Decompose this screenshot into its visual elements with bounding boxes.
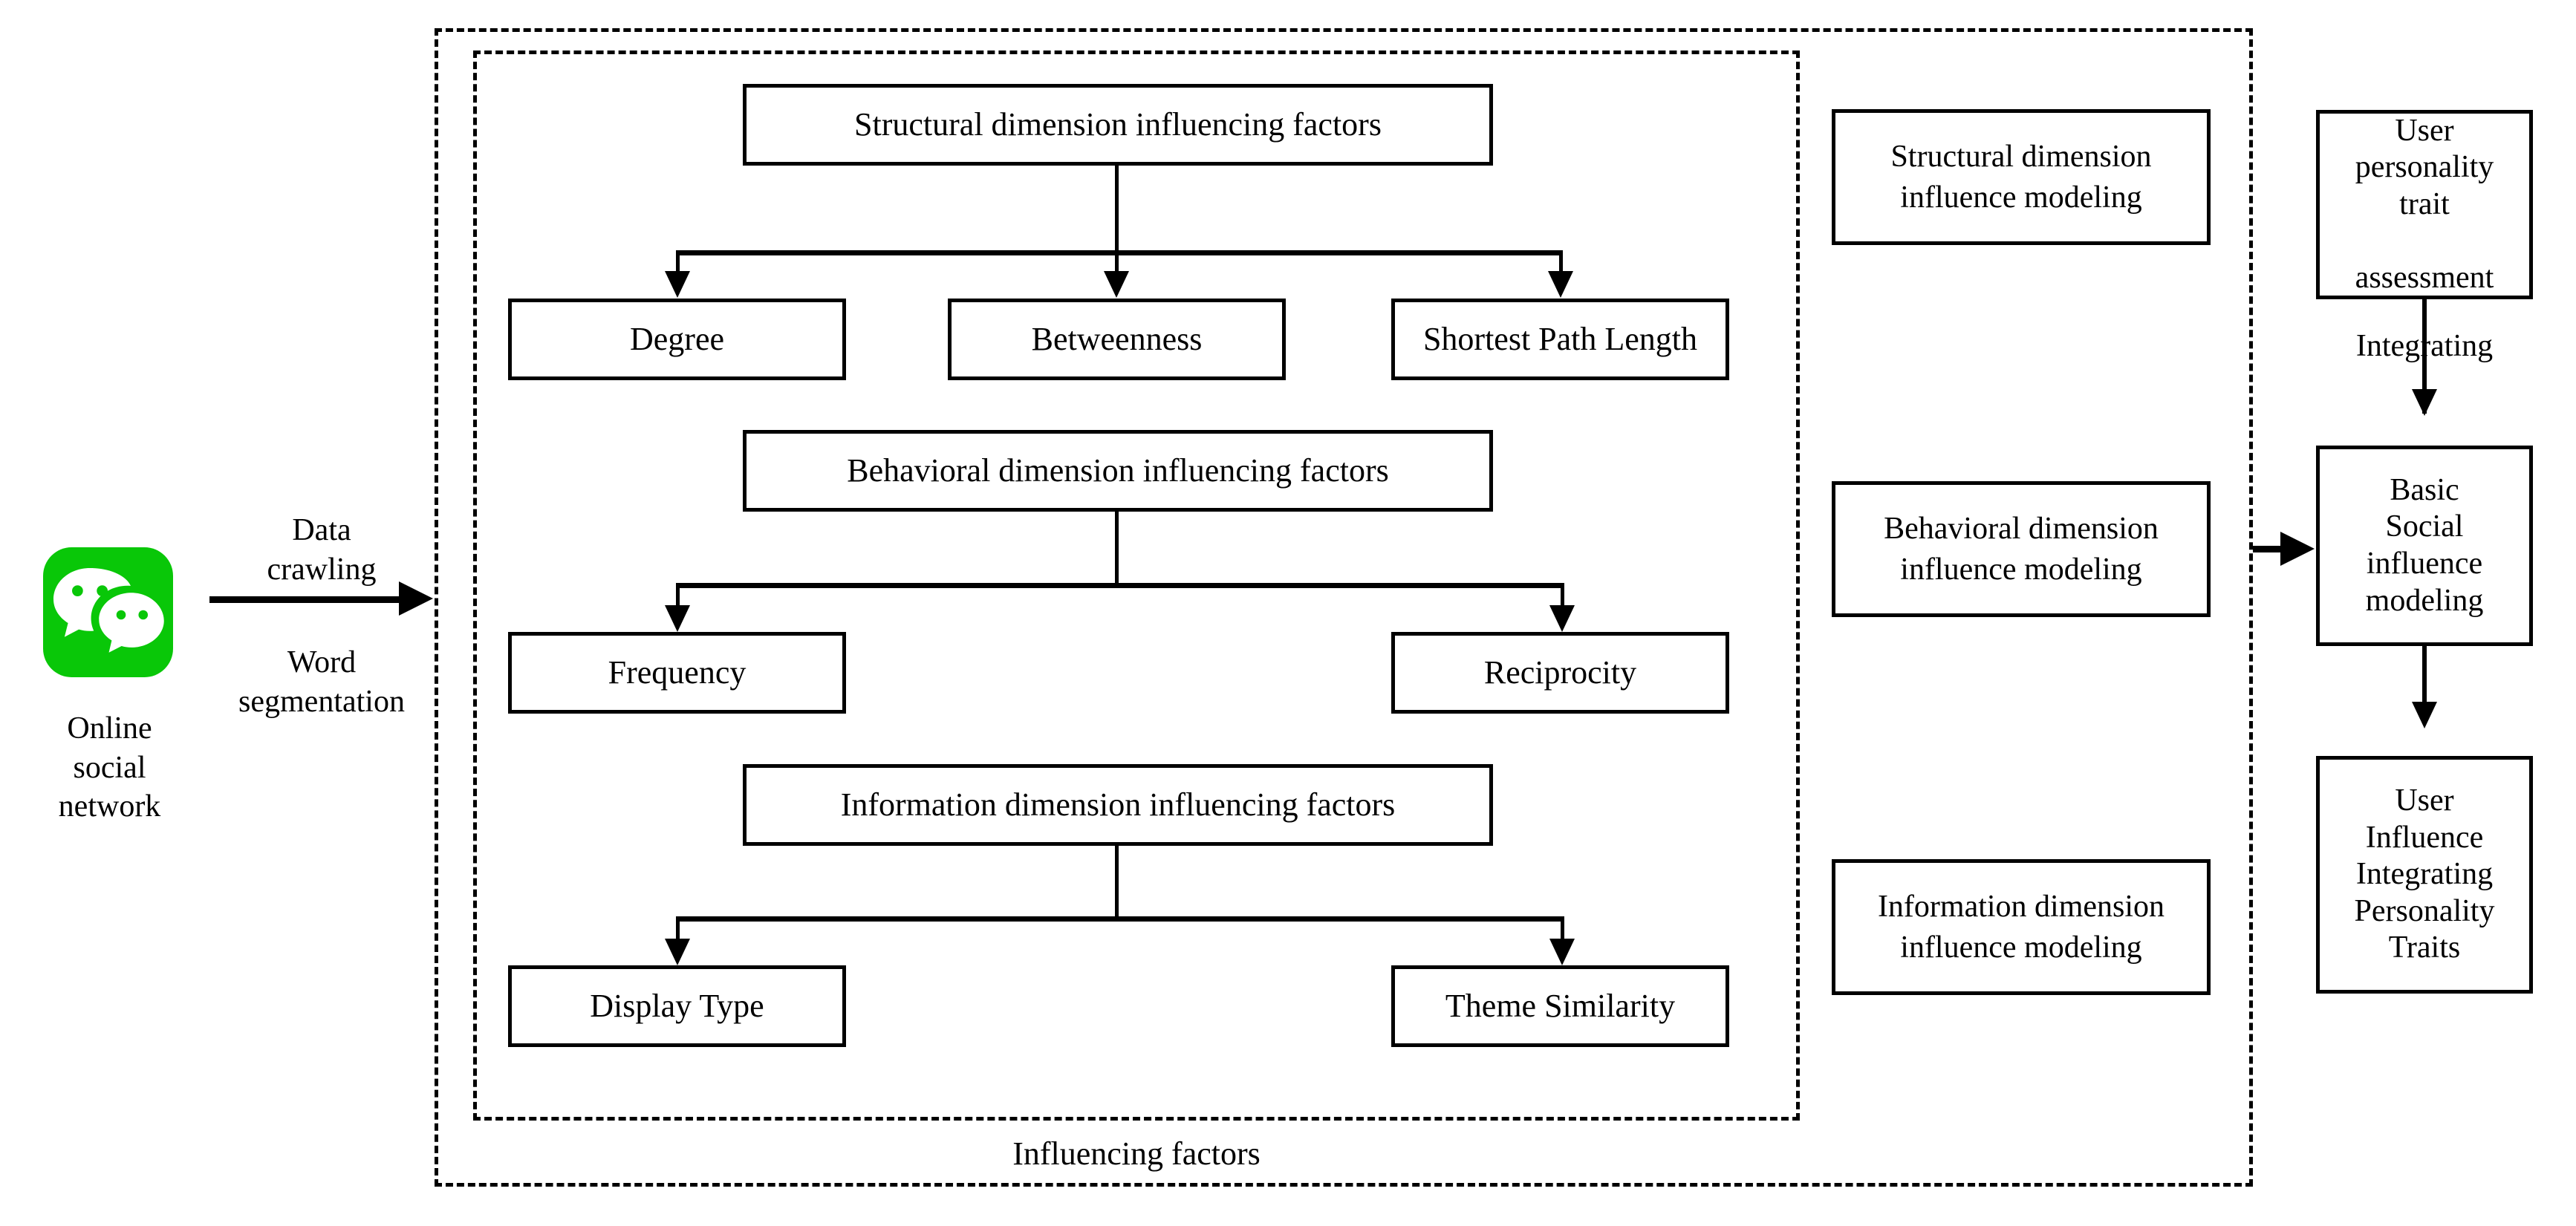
wechat-logo-icon xyxy=(43,547,173,677)
structural-arrow-right xyxy=(1548,271,1573,298)
degree-box[interactable]: Degree xyxy=(508,299,846,380)
structural-dimension-parent-box[interactable]: Structural dimension influencing factors xyxy=(743,84,1493,166)
user-personality-trait-assessment-box[interactable]: User personality trait assessment xyxy=(2316,110,2533,299)
structural-arrow-mid xyxy=(1104,271,1129,298)
basic-social-influence-modeling-box[interactable]: Basic Social influence modeling xyxy=(2316,446,2533,646)
behavioral-arrow-left xyxy=(665,605,690,632)
theme-similarity-box[interactable]: Theme Similarity xyxy=(1391,965,1729,1047)
behavioral-bus-line xyxy=(676,583,1564,588)
data-crawling-label: Data crawling xyxy=(267,513,377,587)
behavioral-dimension-parent-box[interactable]: Behavioral dimension influencing factors xyxy=(743,430,1493,512)
personality-to-basic-arrowhead xyxy=(2412,389,2437,416)
word-segmentation-label: Word segmentation xyxy=(238,645,405,719)
behavioral-drop-left xyxy=(676,583,680,607)
modeling-to-basic-line xyxy=(2253,546,2289,552)
inner-dashed-container xyxy=(473,50,1800,1121)
modeling-to-basic-arrowhead xyxy=(2280,532,2315,566)
user-influence-integrating-personality-traits-box[interactable]: User Influence Integrating Personality T… xyxy=(2316,756,2533,994)
behavioral-drop-right xyxy=(1561,583,1564,607)
online-social-network-caption: Online social network xyxy=(58,711,161,824)
information-dimension-parent-box[interactable]: Information dimension influencing factor… xyxy=(743,764,1493,846)
structural-drop-mid xyxy=(1115,250,1119,273)
betweenness-box[interactable]: Betweenness xyxy=(948,299,1286,380)
display-type-box[interactable]: Display Type xyxy=(508,965,846,1047)
frequency-box[interactable]: Frequency xyxy=(508,632,846,714)
basic-to-final-arrowhead xyxy=(2412,702,2437,728)
reciprocity-box[interactable]: Reciprocity xyxy=(1391,632,1729,714)
behavioral-arrow-right xyxy=(1549,605,1575,632)
shortest-path-length-box[interactable]: Shortest Path Length xyxy=(1391,299,1729,380)
outer-dashed-container xyxy=(435,28,2253,1187)
information-stem-line xyxy=(1115,846,1119,920)
structural-arrow-left xyxy=(665,271,690,298)
information-influence-modeling-box[interactable]: Information dimension influence modeling xyxy=(1832,859,2211,995)
structural-influence-modeling-box[interactable]: Structural dimension influence modeling xyxy=(1832,109,2211,245)
behavioral-influence-modeling-box[interactable]: Behavioral dimension influence modeling xyxy=(1832,481,2211,617)
information-arrow-right xyxy=(1549,939,1575,965)
basic-to-final-line xyxy=(2422,646,2427,720)
structural-drop-left xyxy=(676,250,680,273)
information-drop-left xyxy=(676,916,680,940)
information-drop-right xyxy=(1561,916,1564,940)
structural-stem-line xyxy=(1115,166,1119,253)
information-bus-line xyxy=(676,916,1564,922)
structural-drop-right xyxy=(1559,250,1563,273)
source-to-container-line xyxy=(209,596,399,603)
information-arrow-left xyxy=(665,939,690,965)
integrating-label: Integrating xyxy=(2355,329,2494,363)
behavioral-stem-line xyxy=(1115,512,1119,586)
personality-to-basic-line xyxy=(2422,299,2427,414)
influencing-factors-label: Influencing factors xyxy=(1012,1135,1261,1172)
structural-bus-line xyxy=(677,250,1563,255)
source-to-container-arrowhead xyxy=(399,581,433,616)
